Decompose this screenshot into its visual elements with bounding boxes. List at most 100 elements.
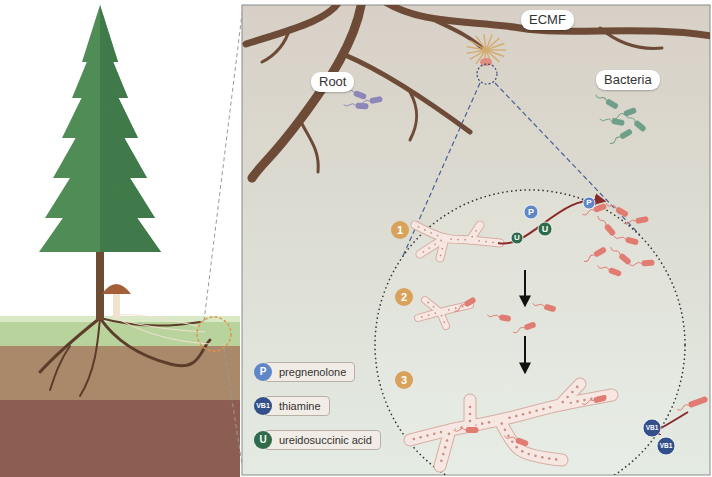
fungal-thread [112, 315, 198, 326]
hypha-dot [511, 440, 514, 443]
hypha-outline [464, 400, 477, 425]
molecule-letter: U [530, 224, 560, 235]
root-branch [430, 18, 484, 50]
hypha-dot [430, 232, 432, 234]
hypha-dot [555, 458, 558, 461]
hypha-dot [427, 302, 429, 304]
bacterium [604, 200, 629, 218]
bacterium [512, 321, 537, 335]
hypha-outline [425, 300, 440, 312]
bacterium-body [633, 120, 647, 133]
molecule-letter: U [502, 233, 532, 243]
legend-text: thiamine [279, 400, 321, 412]
flagellum [454, 304, 466, 313]
hypha-dot [508, 416, 511, 419]
zoom-line [224, 348, 243, 471]
root-branch [600, 28, 662, 48]
flagellum [677, 404, 689, 411]
hypha-dot [561, 401, 564, 404]
hypha-dot [440, 255, 442, 257]
bacterium-body [635, 216, 649, 224]
hypha-dot [462, 306, 464, 308]
hypha [560, 384, 580, 405]
soil-layer [0, 400, 240, 477]
bacterium [487, 312, 512, 322]
region-label: ECMF [521, 10, 574, 30]
tree-scene [0, 5, 240, 477]
flagellum [629, 262, 641, 266]
hypha-dot [566, 396, 569, 399]
legend-text: ureidosuccinic acid [279, 434, 372, 446]
root-branch [262, 28, 290, 62]
tree-root [40, 318, 100, 372]
zoom-circle [197, 317, 231, 351]
bacterium-body [355, 102, 368, 109]
hypha-dot [549, 406, 552, 409]
root-branch [252, 5, 362, 178]
hypha-outline [560, 384, 580, 405]
hypha-dot [521, 450, 524, 453]
hypha-dot [421, 316, 423, 318]
hypha-dot [428, 314, 430, 316]
molecule-letter: P [516, 207, 546, 218]
hypha [470, 225, 480, 240]
hypha-dot [437, 235, 439, 237]
bacterium-body [523, 321, 536, 331]
bacterium [599, 116, 625, 126]
bacterium [596, 214, 617, 237]
hypha-outline [500, 420, 562, 460]
root-branch [300, 120, 318, 172]
bacterium-body [615, 206, 629, 218]
hypha-dot [583, 399, 586, 402]
bacterium-body [623, 107, 637, 117]
flagellum [532, 302, 544, 308]
bacterium [343, 101, 368, 109]
hypha-dot [469, 420, 472, 423]
root-branch [345, 55, 470, 132]
zoom-circle [477, 64, 497, 84]
bacterium-body [618, 253, 632, 266]
flagellum [600, 117, 612, 122]
hypha-dot [475, 230, 477, 232]
flagellum [624, 220, 636, 225]
hypha-dot [428, 247, 430, 249]
molecule-letter: VB1 [651, 442, 681, 450]
flagellum [582, 399, 594, 405]
bacterium [597, 263, 623, 277]
flagellum [597, 215, 607, 226]
tree-foliage [39, 165, 161, 252]
tree-root [50, 346, 70, 390]
hypha-dot [448, 309, 450, 311]
hypha-dot [442, 453, 445, 456]
bacterium [594, 92, 619, 110]
hypha [425, 300, 440, 312]
flagellum [614, 235, 626, 241]
hypha-dot [541, 456, 544, 459]
molecule-letter: P [248, 366, 278, 378]
detail-circle [375, 190, 685, 475]
bacterium [582, 246, 607, 264]
mushroom-stem [113, 290, 120, 318]
bacterium-body [625, 236, 639, 245]
hypha [500, 420, 562, 460]
hypha-dot [571, 391, 574, 394]
bacterium-body [463, 296, 476, 307]
bacterium-body [466, 427, 479, 433]
step-number: 3 [395, 371, 413, 389]
hypha-dot [434, 243, 436, 245]
node-text: Bacteria [604, 72, 652, 88]
flagellum [583, 254, 595, 263]
hypha-dot [471, 236, 473, 238]
hypha-dot [576, 386, 579, 389]
step-number: 2 [395, 288, 413, 306]
soil-layer [0, 346, 240, 400]
ecmf-thread [484, 34, 486, 50]
legend-box: pregnenolone [264, 362, 355, 382]
hypha-dot [446, 439, 449, 442]
hypha-outline [415, 225, 500, 243]
step-number: 1 [391, 221, 409, 239]
hypha-dot [433, 432, 436, 435]
hypha-dot [464, 239, 466, 241]
hypha-dot [441, 315, 443, 317]
